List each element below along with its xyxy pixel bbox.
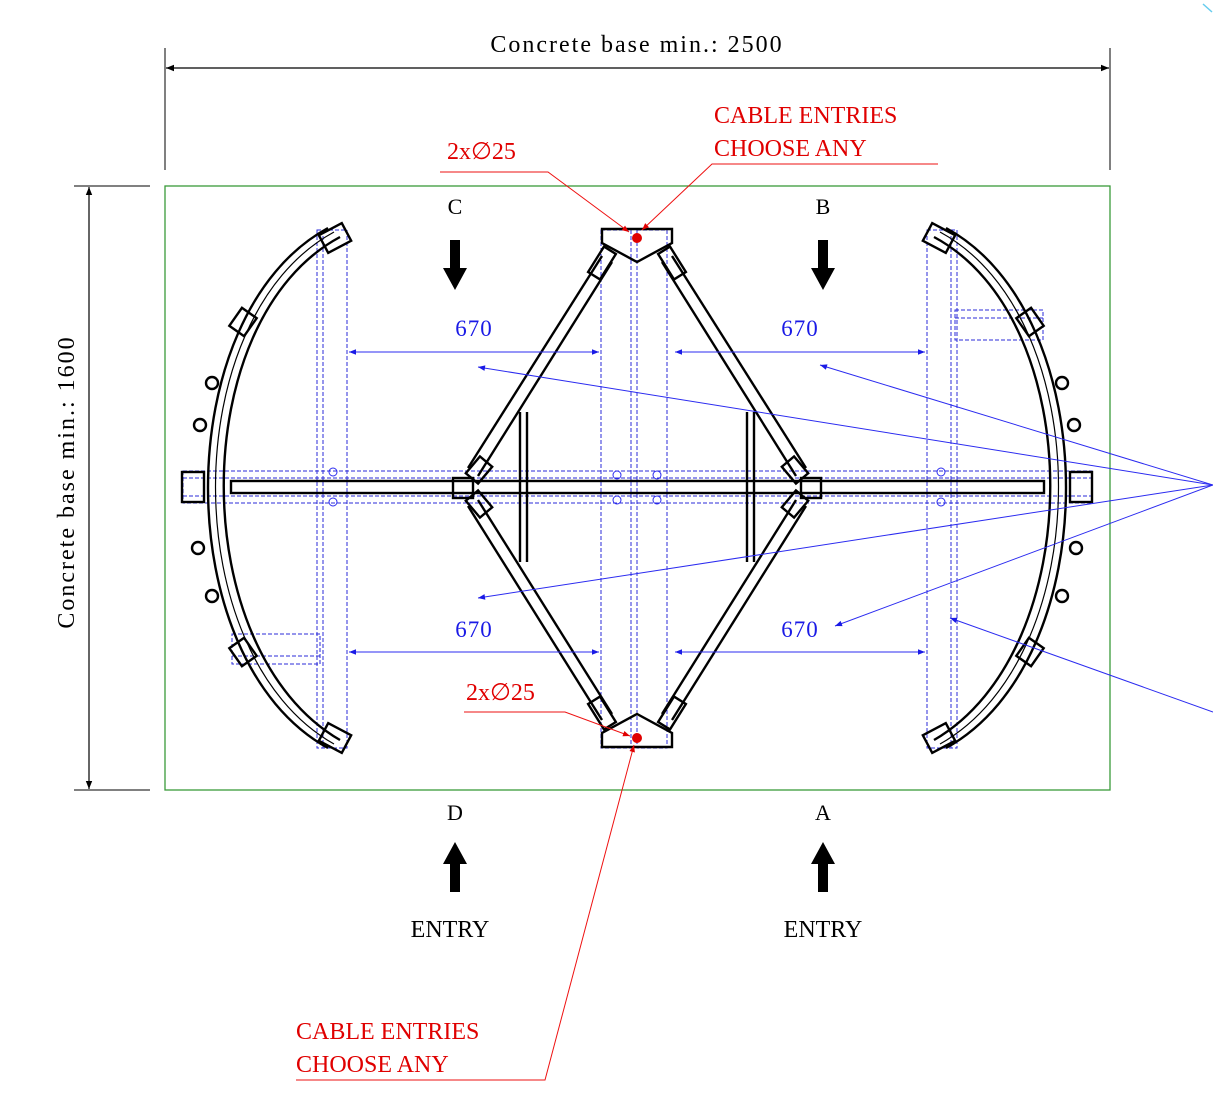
- cable-size-top: 2x∅25: [447, 139, 516, 165]
- arrow-down-b-icon: [811, 240, 835, 290]
- post-label-a: A: [815, 800, 831, 825]
- turnstile-structure: [180, 221, 1094, 755]
- arrow-up-d-icon: [443, 842, 467, 892]
- cable-note-top-line2: CHOOSE ANY: [714, 136, 867, 162]
- entry-label-right: ENTRY: [784, 917, 863, 943]
- cable-note-bottom-line1: CABLE ENTRIES: [296, 1019, 479, 1045]
- spacing-upper-right: 670: [781, 316, 819, 341]
- entry-label-left: ENTRY: [411, 917, 490, 943]
- direction-arrows: [443, 240, 835, 892]
- cable-size-bottom: 2x∅25: [466, 680, 535, 706]
- width-dimension-label: Concrete base min.: 2500: [490, 32, 783, 58]
- post-label-d: D: [447, 800, 463, 825]
- post-label-b: B: [816, 194, 831, 219]
- spacing-lower-left: 670: [455, 617, 493, 642]
- cable-entries: 2x∅25 CABLE ENTRIES CHOOSE ANY 2x∅25 CAB…: [296, 103, 938, 1081]
- cable-note-bottom-line2: CHOOSE ANY: [296, 1052, 449, 1078]
- arrow-down-c-icon: [443, 240, 467, 290]
- spacing-lower-right: 670: [781, 617, 819, 642]
- cable-note-top-line1: CABLE ENTRIES: [714, 103, 897, 129]
- height-dimension: Concrete base min.: 1600: [54, 185, 150, 791]
- leader-lines: [477, 3, 1213, 713]
- spacing-upper-left: 670: [455, 316, 493, 341]
- post-label-c: C: [448, 194, 463, 219]
- post-labels: C B D A: [447, 194, 831, 825]
- concrete-base-outline: [164, 185, 1111, 791]
- arrow-up-a-icon: [811, 842, 835, 892]
- spacing-dimensions: 670 670 670 670: [349, 316, 925, 655]
- cable-entry-top: [632, 233, 642, 243]
- width-dimension: Concrete base min.: 2500: [164, 32, 1111, 170]
- height-dimension-label: Concrete base min.: 1600: [54, 335, 80, 628]
- diamond-frame: [464, 244, 810, 732]
- hidden-foundation-frame: [182, 229, 1093, 749]
- cable-entry-bottom: [632, 733, 642, 743]
